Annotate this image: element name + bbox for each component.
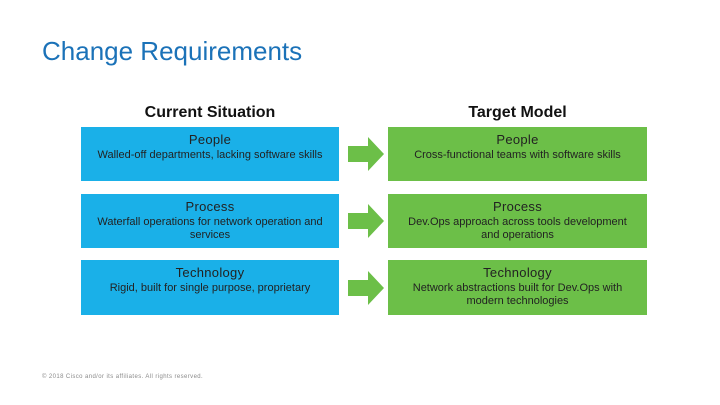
- right-arrow-icon: [348, 204, 384, 238]
- current-process-heading: Process: [185, 199, 235, 214]
- target-people-box: People Cross-functional teams with softw…: [388, 127, 647, 181]
- target-people-heading: People: [496, 132, 539, 147]
- current-situation-header: Current Situation: [144, 104, 276, 121]
- target-technology-heading: Technology: [483, 265, 552, 280]
- current-technology-text: Rigid, built for single purpose, proprie…: [109, 282, 311, 294]
- target-process-box: Process Dev.Ops approach across tools de…: [388, 194, 647, 248]
- target-technology-text: Network abstractions built for Dev.Ops w…: [412, 282, 623, 307]
- current-technology-box: Technology Rigid, built for single purpo…: [81, 260, 339, 315]
- current-process-text: Waterfall operations for network operati…: [97, 216, 323, 241]
- target-people-text: Cross-functional teams with software ski…: [414, 149, 621, 161]
- current-people-text: Walled-off departments, lacking software…: [97, 149, 323, 161]
- current-people-box: People Walled-off departments, lacking s…: [81, 127, 339, 181]
- target-process-heading: Process: [492, 199, 543, 214]
- current-technology-heading: Technology: [175, 265, 245, 280]
- target-technology-box: Technology Network abstractions built fo…: [388, 260, 647, 315]
- target-process-text: Dev.Ops approach across tools developmen…: [408, 216, 627, 241]
- target-model-header: Target Model: [468, 104, 567, 121]
- copyright-footer: © 2018 Cisco and/or its affiliates. All …: [42, 374, 204, 380]
- right-arrow-icon: [348, 271, 384, 305]
- current-process-box: Process Waterfall operations for network…: [81, 194, 339, 248]
- right-arrow-icon: [348, 137, 384, 171]
- current-people-heading: People: [188, 132, 232, 147]
- slide-title: Change Requirements: [42, 36, 303, 66]
